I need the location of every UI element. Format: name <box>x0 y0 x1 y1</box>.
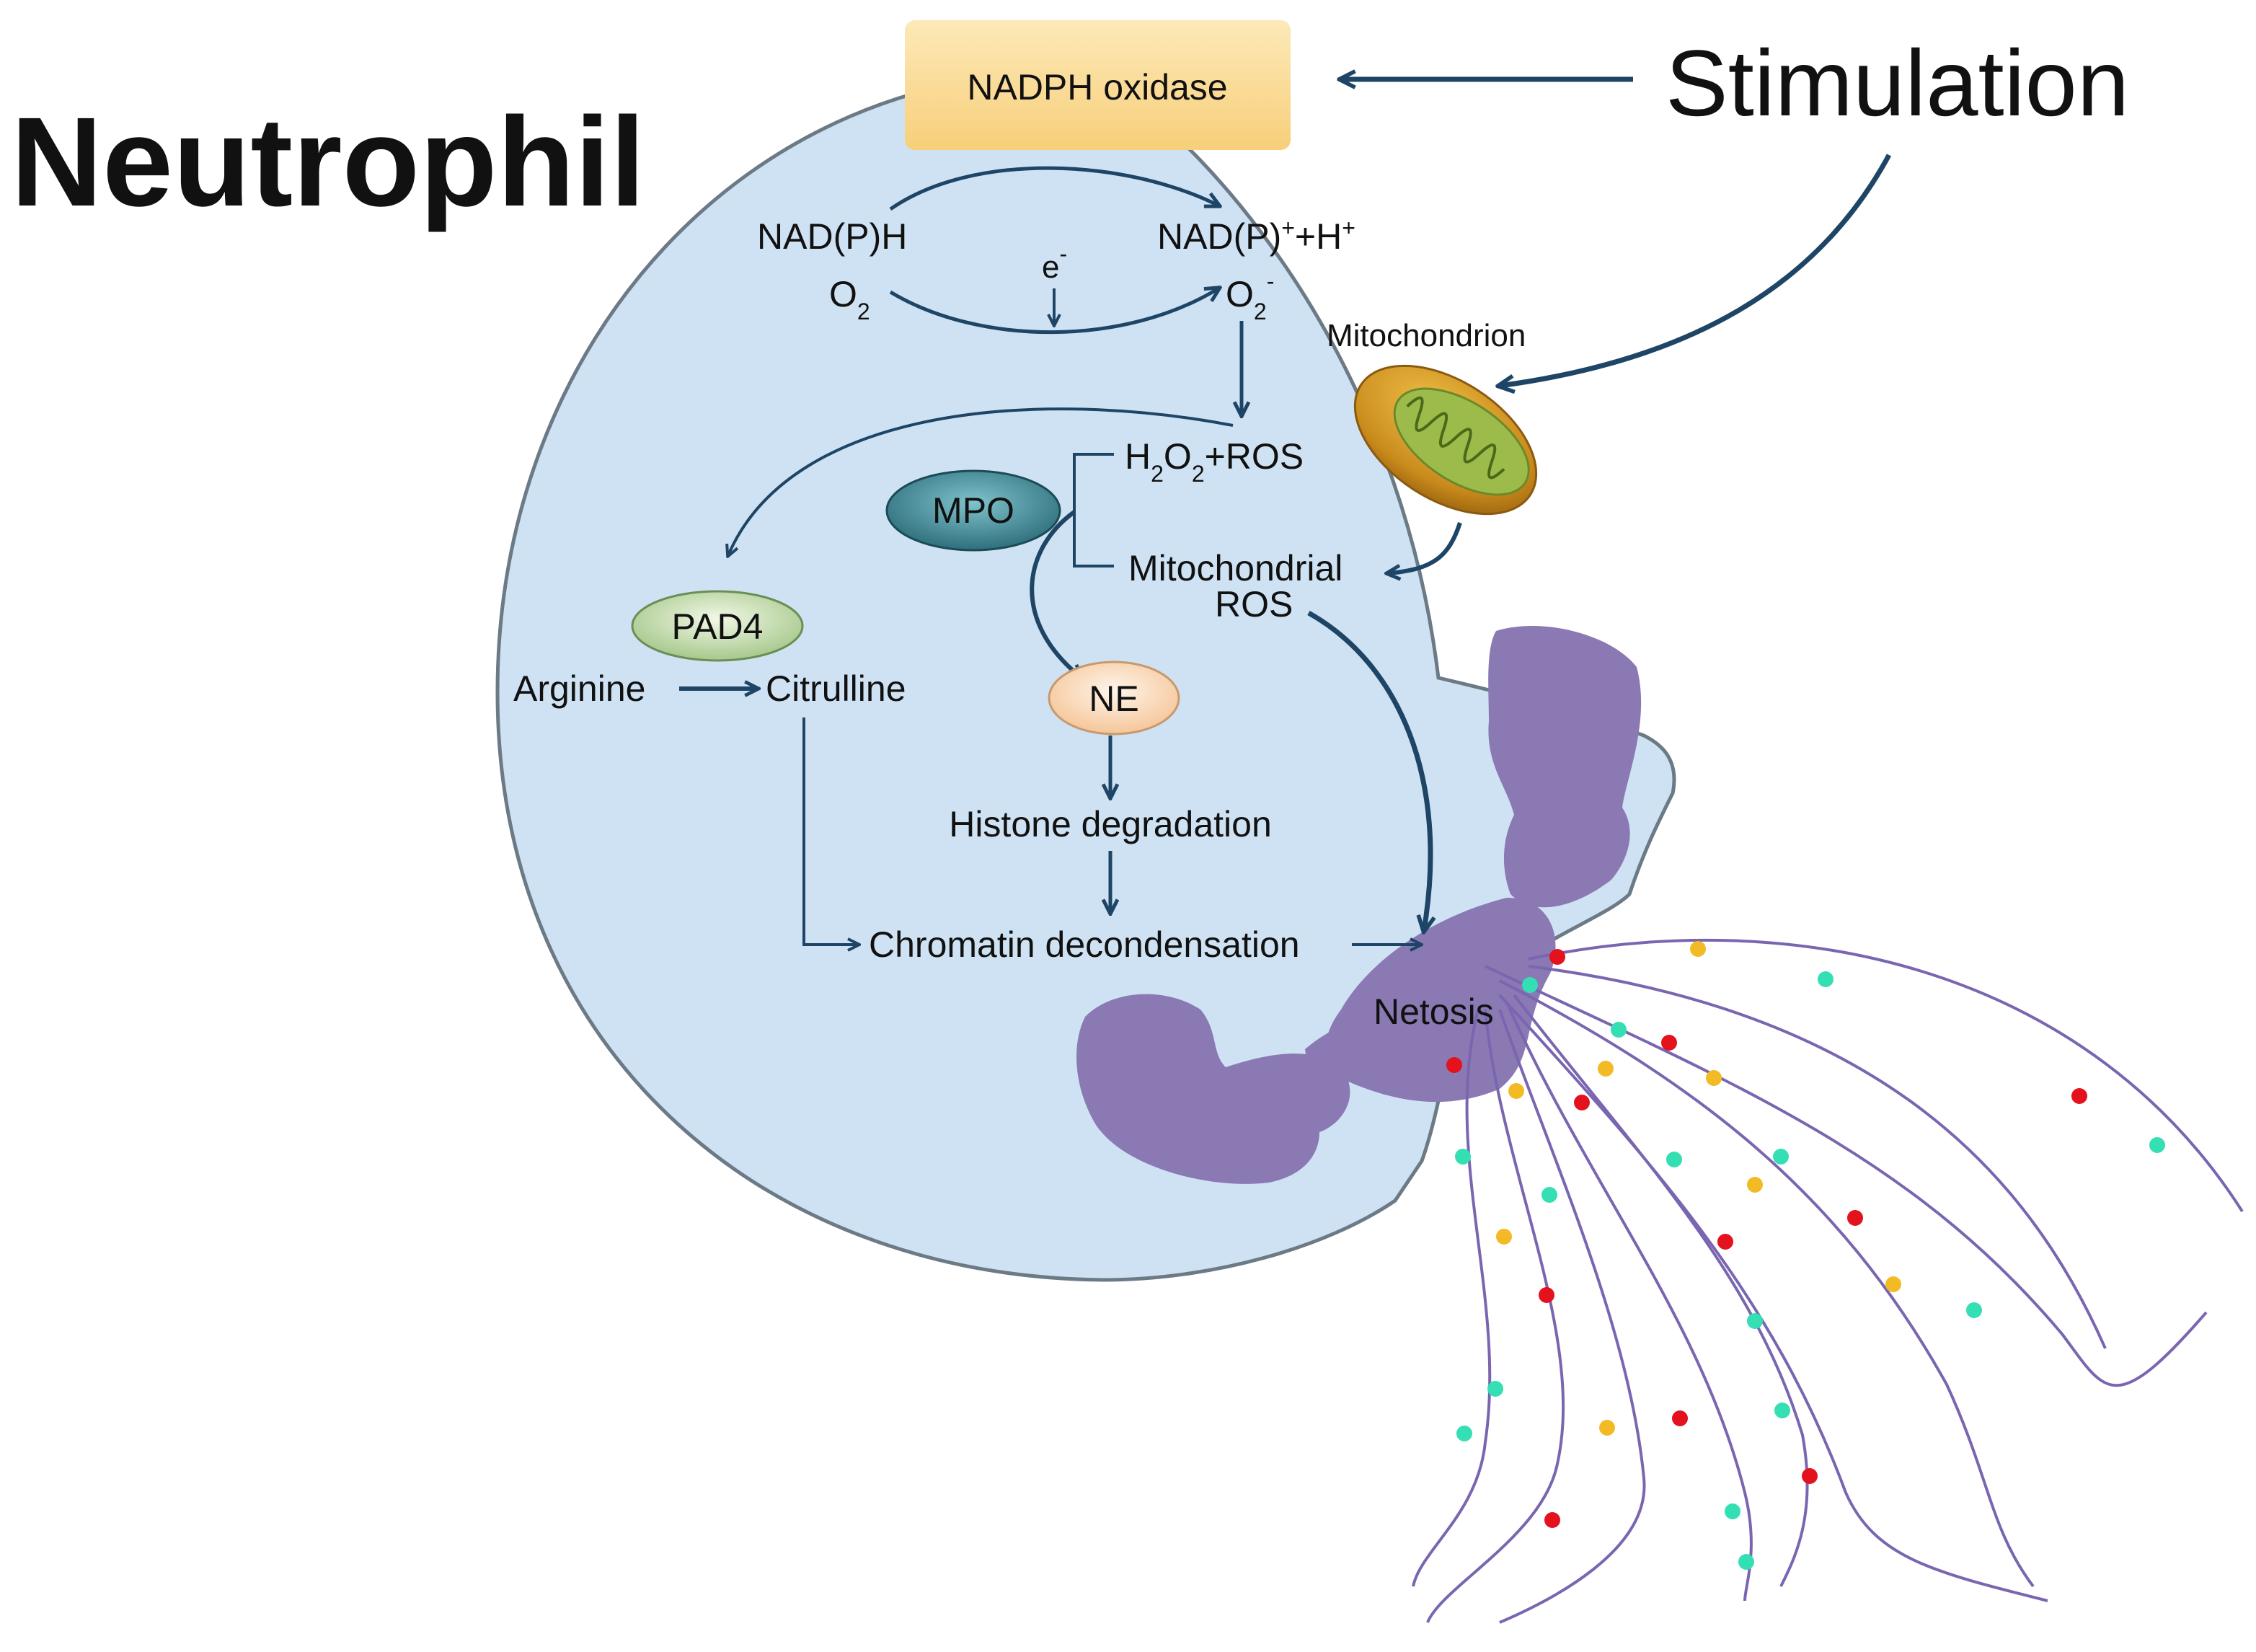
granule-teal <box>1455 1149 1471 1165</box>
net-fiber <box>1513 994 1809 1587</box>
chromatin-decondensation-label: Chromatin decondensation <box>869 924 1300 965</box>
mpo-ellipse <box>885 469 1061 552</box>
nucleus-lobe-center <box>1325 898 1556 1103</box>
granule-red <box>1672 1410 1688 1426</box>
granule-yellow <box>1885 1276 1901 1292</box>
arrow-oxygen-to-superoxide <box>889 288 1218 335</box>
nucleus-lobe-left <box>1076 994 1350 1184</box>
granule-teal <box>1487 1381 1503 1397</box>
net-fiber <box>1498 1009 1646 1624</box>
granule-red <box>1802 1468 1818 1484</box>
arrow-nadph-to-nadp <box>889 166 1218 211</box>
citrulline-label: Citrulline <box>766 668 906 709</box>
granule-red <box>2071 1088 2087 1104</box>
granule-teal <box>2149 1137 2165 1153</box>
granule-red <box>1539 1287 1554 1303</box>
mitochondrion-inner <box>1393 387 1530 496</box>
granule-red <box>1574 1095 1590 1110</box>
granule-teal <box>1541 1187 1557 1203</box>
granule-teal <box>1818 971 1833 987</box>
granule-teal <box>1966 1302 1982 1318</box>
granule-yellow <box>1599 1420 1615 1436</box>
granule-yellow <box>1598 1061 1614 1077</box>
netosis-label: Netosis <box>1373 991 1494 1032</box>
ne-enzyme: NE <box>1048 661 1180 736</box>
granule-yellow <box>1747 1177 1763 1193</box>
granule-red <box>1446 1057 1462 1073</box>
pad4-label: PAD4 <box>672 606 764 647</box>
nadph-oxidase-background <box>905 20 1291 150</box>
net-fiber <box>1498 994 2048 1602</box>
mpo-label: MPO <box>932 490 1014 531</box>
arrow-ros-to-pad4 <box>728 407 1234 555</box>
arrow-ros-to-netosis <box>1307 610 1430 930</box>
nadph-reaction: NAD(P)H O2 e- NAD(P)++H+ O2- <box>757 166 1355 335</box>
granule-teal <box>1738 1554 1754 1570</box>
net-fiber <box>1499 979 2035 1588</box>
arrow-citrulline-to-chromatin <box>802 717 858 945</box>
granule-red <box>1661 1035 1677 1051</box>
ne-ellipse <box>1048 661 1180 736</box>
nucleus-bridge <box>1305 1023 1373 1082</box>
ros-bracket <box>1073 453 1114 567</box>
stimulation-label: Stimulation <box>1666 30 2129 136</box>
nucleus <box>1076 626 1642 1184</box>
net-fiber <box>1528 938 2244 1213</box>
nadph-label: NAD(P)H <box>757 216 907 257</box>
granule-yellow <box>1706 1070 1722 1086</box>
arrow-mitochondrion-to-ros <box>1388 522 1462 573</box>
mitochondrial-ros-label-1: Mitochondrial <box>1128 548 1342 588</box>
mitochondrion-cristae <box>1406 396 1505 480</box>
granule-teal <box>1774 1403 1790 1418</box>
nadph-oxidase-label: NADPH oxidase <box>967 67 1227 107</box>
granule-teal <box>1456 1426 1472 1441</box>
diagram-title: Neutrophil <box>11 92 645 233</box>
mitochondrial-ros-label-2: ROS <box>1215 584 1293 624</box>
electron-label: e- <box>1042 241 1067 285</box>
mpo-enzyme: MPO <box>885 469 1061 552</box>
granule-yellow <box>1508 1083 1524 1099</box>
nadp-product-label: NAD(P)++H+ <box>1157 215 1355 257</box>
granule-teal <box>1747 1313 1763 1329</box>
superoxide-label: O2- <box>1226 268 1274 324</box>
net-granules <box>1446 941 2165 1570</box>
ne-label: NE <box>1089 679 1138 719</box>
granule-red <box>1544 1512 1560 1528</box>
granule-teal <box>1611 1022 1627 1038</box>
granule-red <box>1847 1210 1863 1226</box>
granule-teal <box>1522 977 1538 993</box>
nadph-oxidase-box: NADPH oxidase <box>905 20 1291 150</box>
arginine-label: Arginine <box>513 668 645 709</box>
histone-degradation-label: Histone degradation <box>949 804 1272 844</box>
granule-teal <box>1773 1149 1789 1165</box>
mitochondrion: Mitochondrion <box>1327 318 1538 516</box>
granule-yellow <box>1496 1229 1512 1245</box>
granule-teal <box>1725 1503 1740 1519</box>
granule-red <box>1549 949 1565 965</box>
net-fiber <box>1528 965 2107 1349</box>
granule-red <box>1717 1234 1733 1250</box>
pad4-ellipse <box>631 590 804 662</box>
net-fiber <box>1485 965 2208 1387</box>
arrow-stimulation-to-mitochondrion <box>1500 154 1892 386</box>
nucleus-lobe-top <box>1488 626 1642 908</box>
net-fiber <box>1426 1009 1565 1623</box>
net-fiber <box>1412 1009 1492 1587</box>
granule-yellow <box>1690 941 1706 957</box>
granule-teal <box>1666 1152 1682 1167</box>
h2o2-ros-label: H2O2+ROS <box>1125 436 1304 487</box>
arrow-mpo-to-ne <box>1030 510 1081 678</box>
pad4-enzyme: PAD4 <box>631 590 804 662</box>
net-fibers <box>1412 938 2244 1624</box>
mitochondrion-label: Mitochondrion <box>1327 318 1526 353</box>
oxygen-label: O2 <box>829 274 870 324</box>
